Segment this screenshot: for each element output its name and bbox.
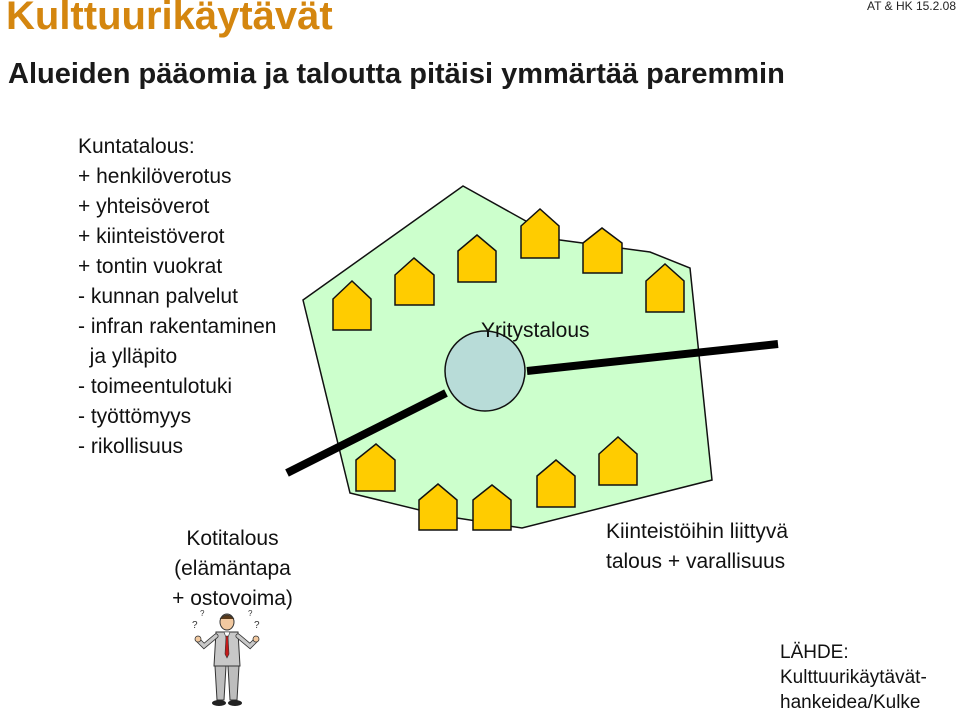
list-item: - työttömyys [78, 405, 192, 428]
yritystalous-label: Yritystalous [481, 319, 590, 342]
house-icon [582, 227, 623, 274]
house-icon [472, 484, 512, 531]
kotitalous-line: + ostovoima) [172, 587, 293, 610]
person-shrugging-icon: ? ? ? ? [192, 609, 260, 706]
list-item: - toimeentulotuki [78, 375, 233, 398]
road-right [526, 340, 779, 375]
list-item: + tontin vuokrat [78, 255, 223, 278]
house-icon [332, 279, 372, 331]
house-icon [520, 207, 560, 259]
svg-text:?: ? [192, 620, 198, 631]
list-item: - rikollisuus [78, 435, 184, 458]
kotitalous-line: Kotitalous [186, 527, 279, 550]
list-item: - infran rakentaminen [78, 315, 277, 338]
kiinteisto-line: Kiinteistöihin liittyvä [606, 520, 789, 543]
house-icon [355, 443, 396, 492]
kuntatalous-list: Kuntatalous: + henkilöverotus + yhteisöv… [78, 132, 276, 462]
svg-text:?: ? [254, 620, 260, 631]
kotitalous-label: Kotitalous (elämäntapa + ostovoima) [130, 524, 335, 614]
list-item: ja ylläpito [78, 345, 178, 368]
source-note-line: Kulttuurikäytävät- [780, 667, 927, 688]
svg-text:?: ? [200, 609, 205, 618]
list-item: - kunnan palvelut [78, 285, 238, 308]
house-icon [457, 234, 497, 283]
source-note: LÄHDE: Kulttuurikäytävät- hankeidea/Kulk… [780, 640, 927, 715]
svg-text:?: ? [248, 609, 253, 618]
source-note-line: LÄHDE: [780, 642, 849, 663]
house-icon [418, 483, 458, 531]
kotitalous-line: (elämäntapa [174, 557, 291, 580]
kuntatalous-heading: Kuntatalous: [78, 135, 195, 158]
centre-circle [444, 330, 526, 412]
list-item: + kiinteistöverot [78, 225, 225, 248]
house-icon [598, 435, 638, 486]
page-title: Kulttuurikäytävät [6, 0, 333, 38]
source-note-line: hankeidea/Kulke [780, 692, 921, 713]
house-icon [394, 257, 435, 306]
kiinteisto-label: Kiinteistöihin liittyvä talous + varalli… [606, 517, 788, 577]
road-left [285, 389, 448, 477]
page-subtitle: Alueiden pääomia ja taloutta pitäisi ymm… [8, 58, 785, 90]
list-item: + yhteisöverot [78, 195, 210, 218]
list-item: + henkilöverotus [78, 165, 232, 188]
kiinteisto-line: talous + varallisuus [606, 550, 786, 573]
source-tag: AT & HK 15.2.08 [867, 0, 956, 13]
house-icon [645, 262, 685, 313]
house-icon [536, 459, 576, 508]
